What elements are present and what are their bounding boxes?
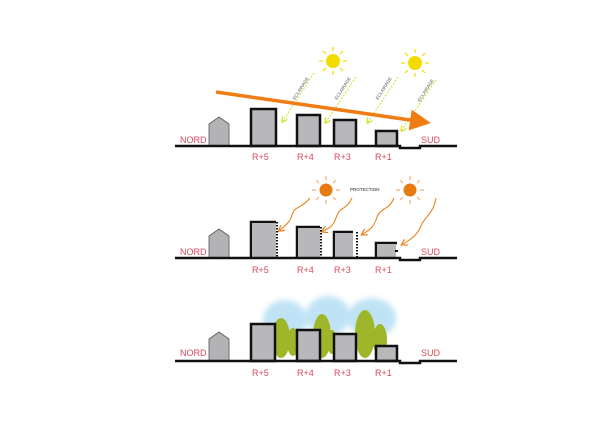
building-r3: [332, 118, 358, 148]
level-label: R+5: [252, 265, 269, 275]
building-r1: [374, 129, 399, 148]
south-label: SUD: [421, 348, 441, 358]
svg-text:ECLAIRAGE: ECLAIRAGE: [292, 76, 310, 100]
level-label: R+5: [252, 368, 269, 378]
sun-screens: [276, 222, 398, 258]
level-label: R+1: [375, 368, 392, 378]
building-r4: [295, 328, 322, 363]
svg-text:ECLAIRAGE: ECLAIRAGE: [334, 76, 352, 100]
house: [208, 116, 230, 147]
south-label: SUD: [421, 247, 441, 257]
level-label: R+4: [297, 152, 314, 162]
north-label: NORD: [180, 135, 207, 145]
north-label: NORD: [180, 348, 207, 358]
ground-line: [175, 256, 457, 262]
sun-path-arrow: [215, 90, 431, 131]
ray-arrows: [283, 72, 437, 130]
ray-labels: ECLAIRAGE ECLAIRAGE ECLAIRAGE ECLAIRAGE: [292, 76, 435, 102]
sun-icon: [311, 175, 341, 205]
ground-line: [175, 359, 457, 365]
sun-icon: [318, 46, 348, 76]
house: [208, 331, 230, 362]
ground-line: [175, 144, 457, 150]
building-r3: [332, 332, 358, 363]
building-r1: [374, 344, 399, 363]
building-r5: [249, 107, 278, 148]
building-r5: [249, 322, 277, 363]
north-label: NORD: [180, 247, 207, 257]
svg-text:ECLAIRAGE: ECLAIRAGE: [417, 78, 435, 102]
level-label: R+5: [252, 152, 269, 162]
house: [208, 228, 230, 259]
level-label: R+4: [297, 368, 314, 378]
building-r4: [295, 113, 322, 148]
protection-label: PROTECTION: [350, 187, 380, 192]
level-label: R+4: [297, 265, 314, 275]
sun-icon: [400, 48, 430, 78]
level-label: R+3: [334, 368, 351, 378]
panel-vegetation: NORD SUD R+5 R+4 R+3 R+1: [175, 296, 457, 378]
south-label: SUD: [421, 135, 441, 145]
sun-icon: [395, 175, 425, 205]
trees: [272, 310, 387, 358]
panel-protection: PROTECTION NORD SUD R+5 R+4 R+3 R+1: [175, 175, 457, 275]
level-label: R+3: [334, 265, 351, 275]
panel-daylight: ECLAIRAGE ECLAIRAGE ECLAIRAGE ECLAIRAGE …: [175, 46, 457, 162]
heat-arrows: [280, 197, 437, 244]
level-label: R+3: [334, 152, 351, 162]
level-label: R+1: [375, 265, 392, 275]
svg-text:ECLAIRAGE: ECLAIRAGE: [375, 76, 393, 100]
level-label: R+1: [375, 152, 392, 162]
